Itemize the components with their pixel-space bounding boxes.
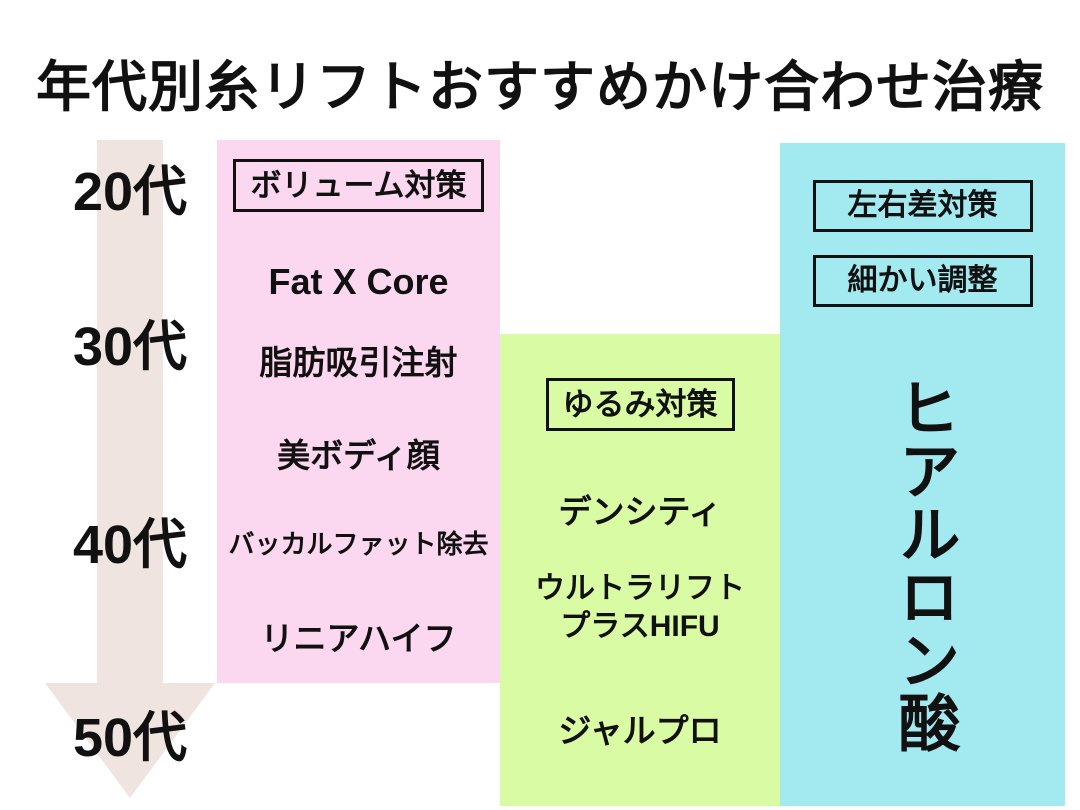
loosening-column: ゆるみ対策 デンシティ ウルトラリフト プラスHIFU ジャルプロ <box>500 334 780 806</box>
treatment-jalupro: ジャルプロ <box>558 712 722 749</box>
treatment-buccal-fat-removal: バッカルファット除去 <box>228 529 489 559</box>
page-title: 年代別糸リフトおすすめかけ合わせ治療 <box>35 56 1044 118</box>
treatment-hyaluronic-acid: ヒアルロン酸 <box>888 376 958 754</box>
treatment-fat-x-core: Fat X Core <box>268 261 449 302</box>
treatment-bi-body-face: 美ボディ顔 <box>277 437 440 474</box>
volume-header: ボリューム対策 <box>233 159 484 212</box>
balance-header-asymmetry: 左右差対策 <box>812 180 1033 232</box>
age-label-40s: 40代 <box>72 515 188 575</box>
loosening-header-wrap: ゆるみ対策 <box>500 378 780 431</box>
age-label-50s: 50代 <box>72 708 188 768</box>
treatment-ultra-lift-plus-hifu: ウルトラリフト プラスHIFU <box>535 572 745 643</box>
age-label-30s: 30代 <box>72 317 188 377</box>
volume-header-wrap: ボリューム対策 <box>217 159 500 212</box>
age-arrow-shaft <box>97 140 163 685</box>
treatment-hyaluronic-acid-wrap: ヒアルロン酸 <box>780 365 1065 765</box>
balance-column: 左右差対策 細かい調整 ヒアルロン酸 <box>780 143 1065 806</box>
age-label-20s: 20代 <box>72 162 188 222</box>
balance-header1-wrap: 左右差対策 <box>780 180 1065 232</box>
balance-header-fine-adjustment: 細かい調整 <box>812 255 1033 307</box>
treatment-fat-suction-injection: 脂肪吸引注射 <box>259 344 458 381</box>
loosening-header: ゆるみ対策 <box>545 378 735 431</box>
treatment-linear-hifu: リニアハイフ <box>260 620 457 657</box>
volume-column: ボリューム対策 Fat X Core 脂肪吸引注射 美ボディ顔 バッカルファット… <box>217 140 500 683</box>
balance-header2-wrap: 細かい調整 <box>780 255 1065 307</box>
treatment-density: デンシティ <box>558 493 722 530</box>
